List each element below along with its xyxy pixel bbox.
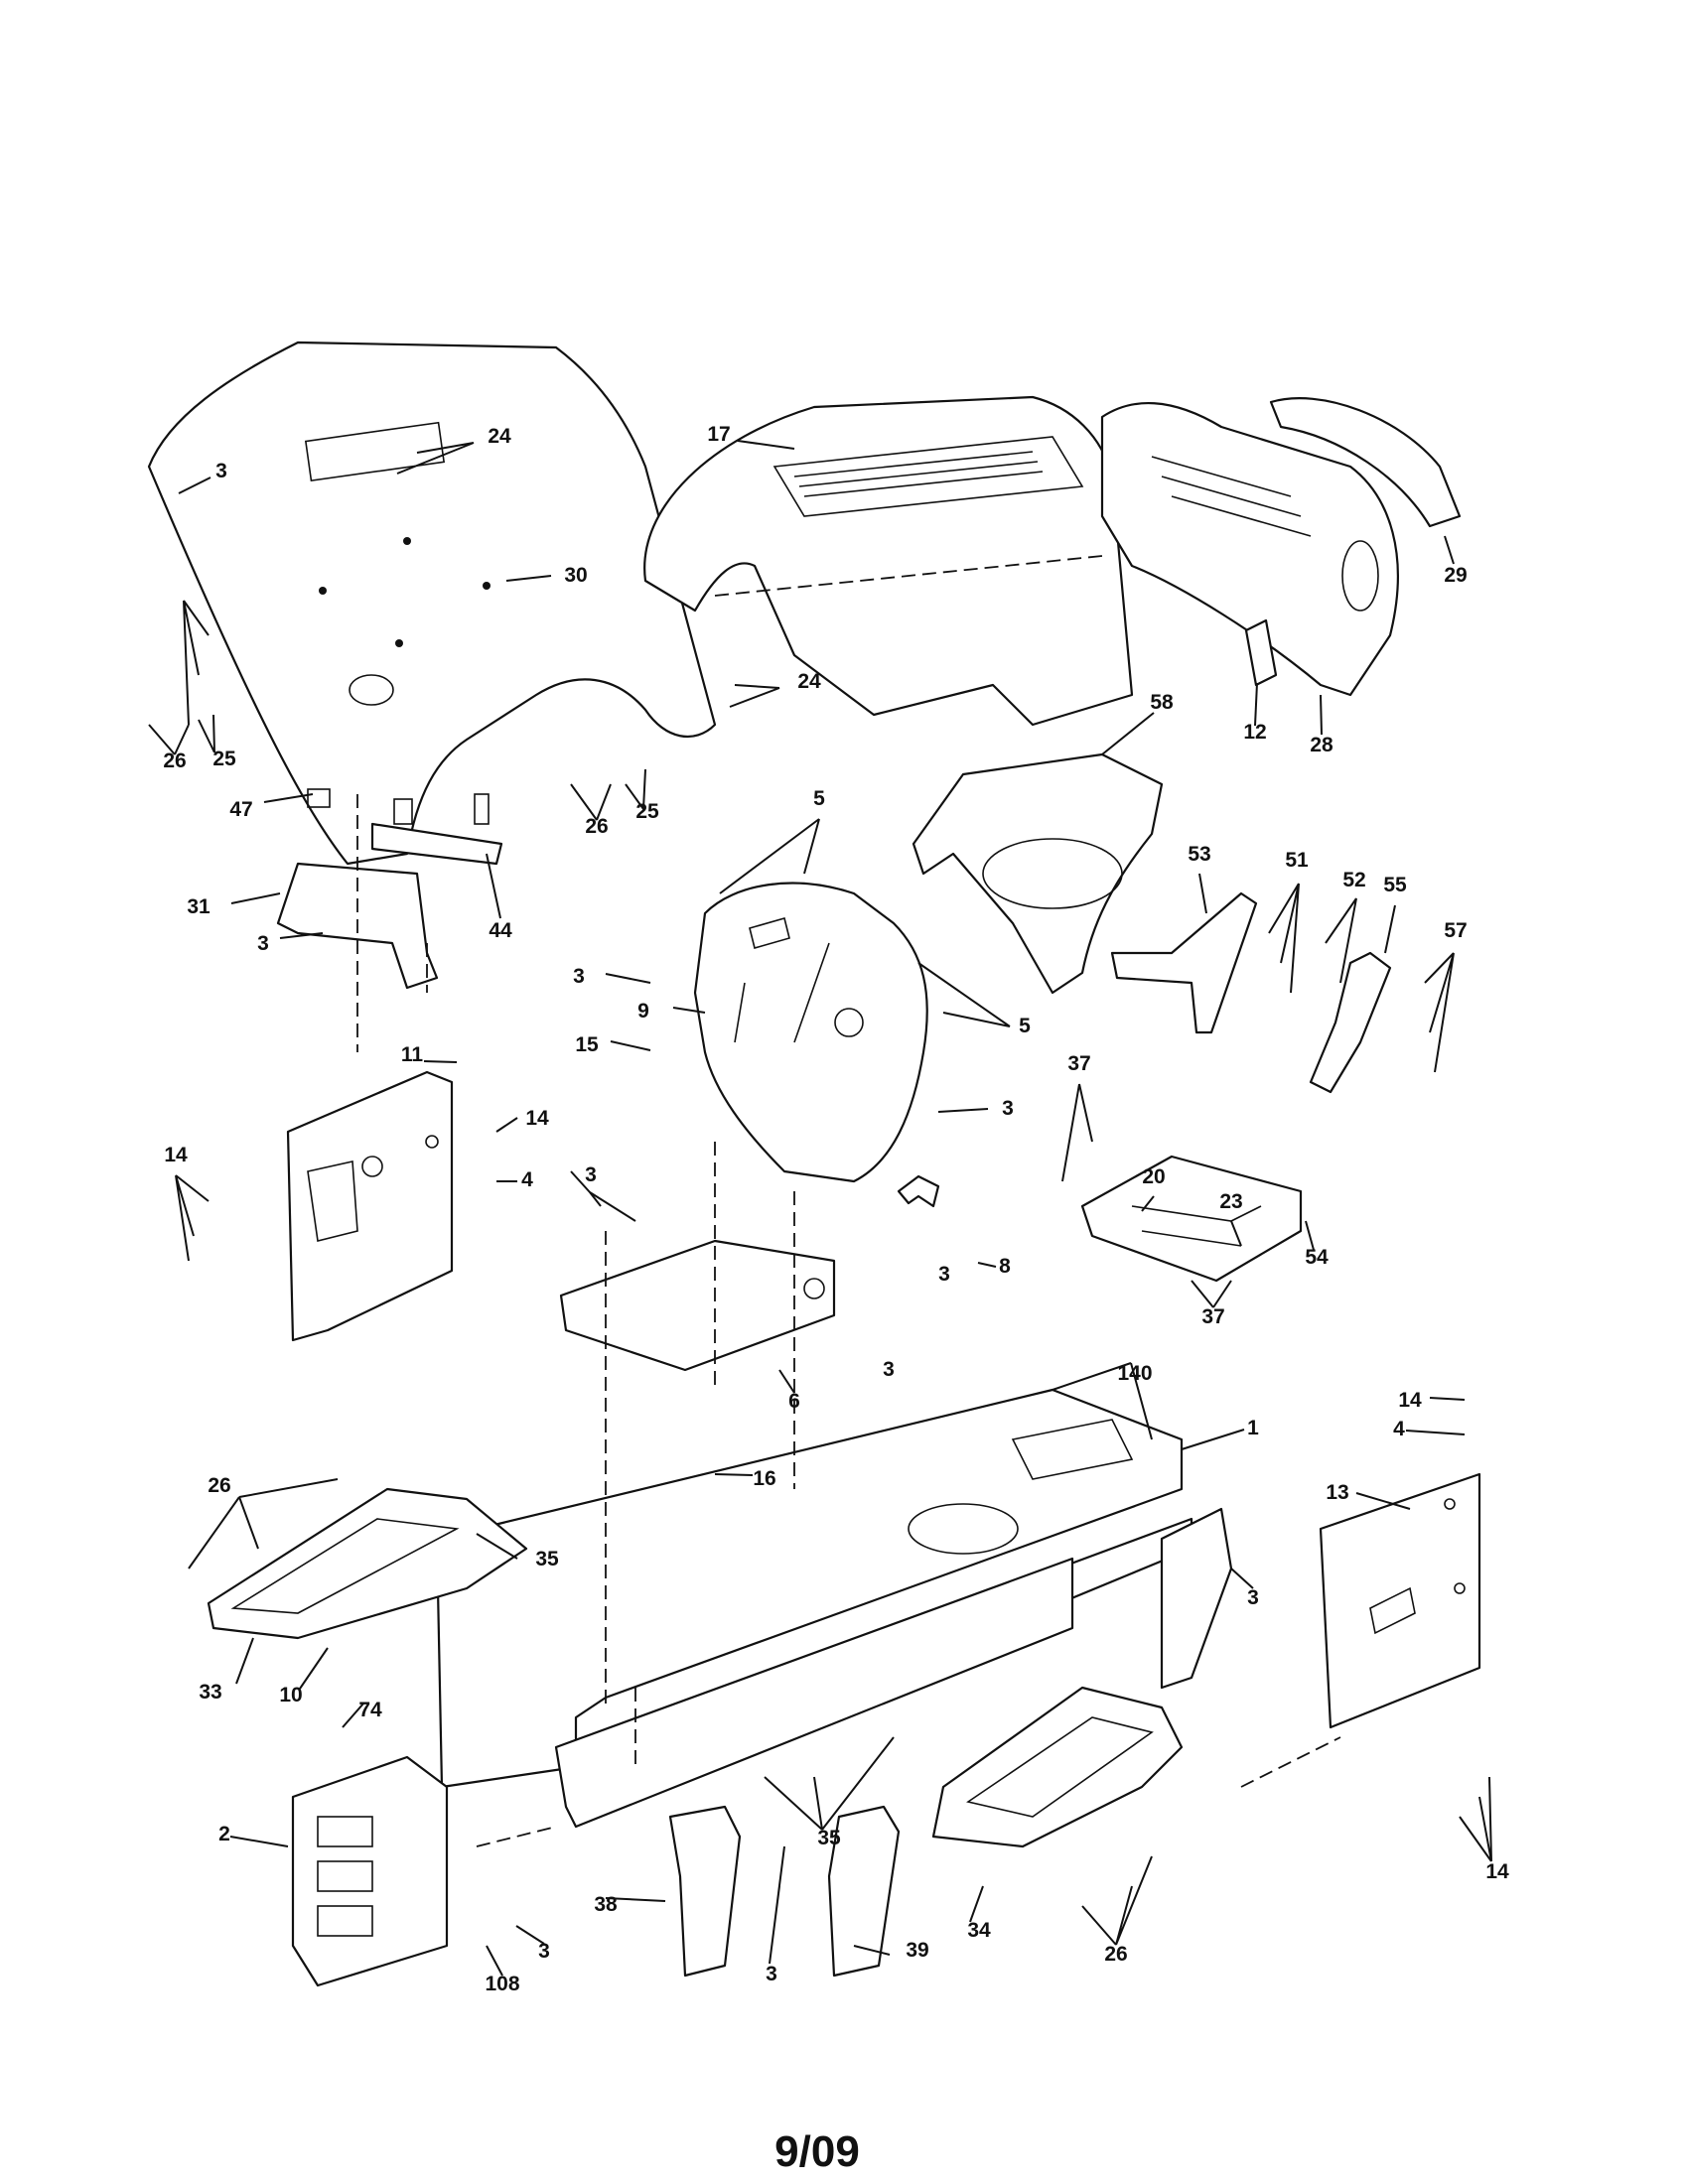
- callout-14a: 14: [164, 1144, 188, 1166]
- callout-4a: 4: [521, 1168, 533, 1191]
- callout-23: 23: [1219, 1190, 1242, 1213]
- callout-26d: 26: [1104, 1943, 1127, 1966]
- callout-15: 15: [575, 1033, 599, 1056]
- callout-14c: 14: [1398, 1389, 1422, 1412]
- callout-3d: 3: [1002, 1097, 1014, 1120]
- callout-9: 9: [637, 1000, 649, 1023]
- callout-3g: 3: [883, 1358, 895, 1381]
- callout-5b: 5: [1019, 1015, 1031, 1037]
- callout-74: 74: [358, 1699, 382, 1721]
- bracket-39-part: [827, 1805, 901, 1978]
- callout-54: 54: [1305, 1246, 1329, 1269]
- callout-2: 2: [218, 1823, 230, 1845]
- callout-14d: 14: [1485, 1860, 1509, 1883]
- callout-108: 108: [485, 1973, 519, 1995]
- callout-3e: 3: [585, 1163, 597, 1186]
- callout-51: 51: [1285, 849, 1309, 872]
- callout-44: 44: [489, 919, 512, 942]
- callout-12: 12: [1243, 721, 1266, 744]
- bracket-38-part: [668, 1805, 742, 1978]
- callout-5a: 5: [813, 787, 825, 810]
- callout-11: 11: [401, 1043, 424, 1066]
- callout-39: 39: [906, 1939, 928, 1962]
- callout-24b: 24: [797, 670, 821, 693]
- callout-3a: 3: [215, 460, 227, 482]
- callout-26b: 26: [585, 815, 608, 838]
- callout-35b: 35: [817, 1827, 841, 1849]
- hood-bracket-part: [1244, 618, 1278, 687]
- callout-3h: 3: [1247, 1586, 1259, 1609]
- callout-24a: 24: [488, 425, 511, 448]
- callout-57: 57: [1444, 919, 1467, 942]
- right-brackets-part: [1110, 891, 1392, 1094]
- callout-58: 58: [1150, 691, 1174, 714]
- callout-37b: 37: [1201, 1305, 1224, 1328]
- callout-3j: 3: [538, 1940, 550, 1963]
- callout-55: 55: [1383, 874, 1407, 896]
- callout-29: 29: [1444, 564, 1467, 587]
- leader-lines: [148, 440, 1492, 1977]
- floor-plate-part: [559, 1239, 836, 1372]
- page-number: 9/09: [774, 2127, 860, 2176]
- callout-6: 6: [788, 1390, 800, 1413]
- hood-part: [643, 395, 1134, 727]
- grille-part: [1100, 402, 1399, 697]
- callout-3f: 3: [938, 1263, 950, 1286]
- main-frame-part: [435, 1388, 1193, 1829]
- callout-26a: 26: [163, 750, 186, 772]
- callout-17: 17: [707, 423, 730, 446]
- callout-28: 28: [1310, 734, 1333, 756]
- callout-52: 52: [1342, 869, 1365, 891]
- callout-25b: 25: [635, 800, 659, 823]
- alignment-lines: [356, 794, 1341, 1847]
- callout-37a: 37: [1067, 1052, 1090, 1075]
- callout-10: 10: [279, 1684, 302, 1706]
- callout-35a: 35: [535, 1548, 559, 1570]
- callout-30: 30: [564, 564, 587, 587]
- callout-3i: 3: [766, 1963, 777, 1985]
- callout-140: 140: [1117, 1362, 1152, 1385]
- callout-34: 34: [967, 1919, 991, 1942]
- callout-16: 16: [753, 1467, 775, 1490]
- right-side-panel-part: [1319, 1472, 1481, 1729]
- callout-3c: 3: [573, 965, 585, 988]
- callout-20: 20: [1142, 1165, 1165, 1188]
- right-footrest-part: [931, 1686, 1184, 1848]
- callout-26c: 26: [208, 1474, 230, 1497]
- clip-part: [897, 1174, 940, 1208]
- callout-25a: 25: [212, 748, 236, 770]
- callout-33: 33: [199, 1681, 221, 1704]
- callout-53: 53: [1188, 843, 1210, 866]
- left-footrest-part: [207, 1487, 528, 1640]
- callout-8: 8: [999, 1255, 1011, 1278]
- callout-4b: 4: [1393, 1418, 1405, 1440]
- fuel-shroud-part: [912, 752, 1164, 995]
- dashboard-support-part: [693, 882, 928, 1183]
- callout-3b: 3: [257, 932, 269, 955]
- headlight-lens-part: [1269, 397, 1462, 528]
- callout-31: 31: [187, 895, 210, 918]
- left-side-panel-part: [286, 1070, 454, 1342]
- callout-13: 13: [1326, 1481, 1348, 1504]
- callout-38: 38: [594, 1893, 618, 1916]
- dash-panel-part: [147, 341, 717, 866]
- callout-14b: 14: [525, 1107, 549, 1130]
- callout-1: 1: [1247, 1417, 1259, 1439]
- rear-bracket-part: [1160, 1507, 1233, 1690]
- battery-tray-part: [1080, 1155, 1303, 1283]
- callout-47: 47: [229, 798, 252, 821]
- front-bracket-part: [291, 1755, 449, 1987]
